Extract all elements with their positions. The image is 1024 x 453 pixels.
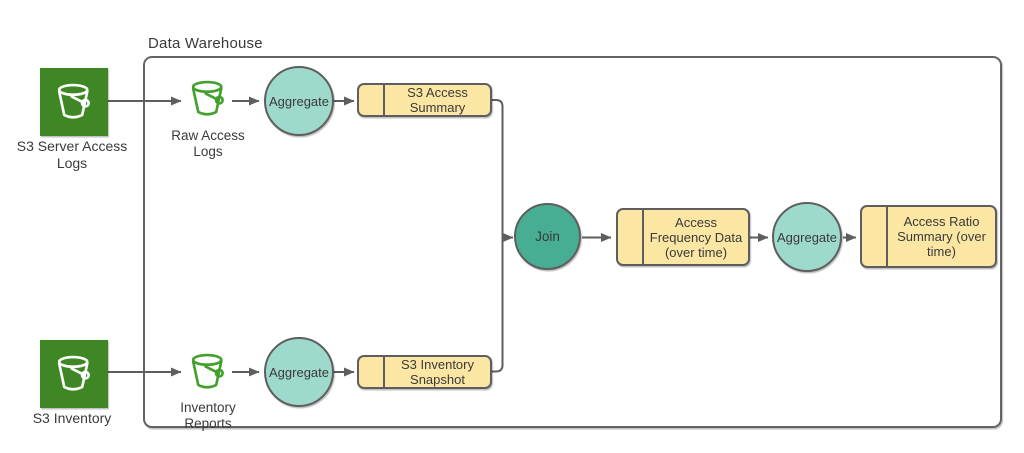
node-inventory-reports[interactable] bbox=[183, 346, 233, 398]
data-warehouse-label: Data Warehouse bbox=[148, 35, 263, 52]
node-s3-inventory-snapshot[interactable]: S3 Inventory Snapshot bbox=[357, 355, 492, 389]
node-s3-inventory-label: S3 Inventory bbox=[32, 410, 112, 426]
node-access-frequency-data-label: Access Frequency Data (over time) bbox=[649, 214, 743, 260]
node-join-label: Join bbox=[535, 229, 560, 244]
node-raw-access-logs-label: Raw Access Logs bbox=[171, 128, 245, 159]
s3-bucket-icon bbox=[57, 355, 90, 391]
node-s3-inventory-snapshot-label: S3 Inventory Snapshot bbox=[401, 357, 474, 387]
node-raw-access-logs[interactable] bbox=[183, 73, 233, 125]
datastore-tab bbox=[359, 357, 385, 387]
datastore-tab bbox=[618, 210, 644, 264]
node-access-ratio-summary[interactable]: Access Ratio Summary (over time) bbox=[860, 205, 997, 268]
node-aggregate-bottom[interactable]: Aggregate bbox=[264, 337, 334, 407]
node-aggregate-top-label: Aggregate bbox=[269, 93, 329, 109]
node-s3-access-summary-label: S3 Access Summary bbox=[407, 85, 468, 115]
node-access-ratio-summary-label: Access Ratio Summary (over time) bbox=[897, 214, 986, 259]
node-s3-server-access-logs-label: S3 Server Access Logs bbox=[16, 138, 128, 171]
node-s3-server-access-logs[interactable] bbox=[40, 68, 108, 136]
node-aggregate-bottom-label: Aggregate bbox=[269, 364, 329, 380]
s3-bucket-icon bbox=[57, 83, 90, 119]
node-aggregate-right-label: Aggregate bbox=[777, 229, 837, 245]
node-access-frequency-data[interactable]: Access Frequency Data (over time) bbox=[616, 208, 750, 266]
node-aggregate-right[interactable]: Aggregate bbox=[772, 202, 842, 272]
node-inventory-reports-label: Inventory Reports bbox=[180, 400, 236, 431]
datastore-tab bbox=[862, 207, 888, 266]
bucket-outline-icon bbox=[191, 80, 224, 116]
bucket-outline-icon bbox=[191, 353, 224, 389]
node-s3-access-summary[interactable]: S3 Access Summary bbox=[357, 83, 492, 117]
datastore-tab bbox=[359, 85, 385, 115]
node-aggregate-top[interactable]: Aggregate bbox=[264, 66, 334, 136]
node-join[interactable]: Join bbox=[514, 203, 581, 270]
node-s3-inventory[interactable] bbox=[40, 340, 108, 408]
